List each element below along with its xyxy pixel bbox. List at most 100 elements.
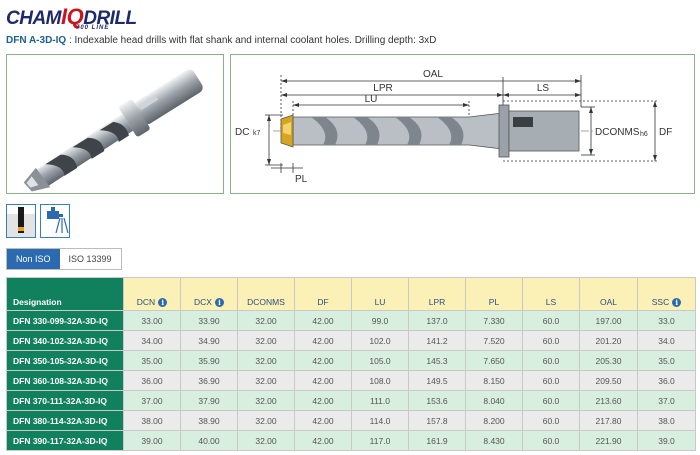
cell-pl: 7.330	[465, 310, 523, 331]
cell-dconms: 32.00	[237, 390, 295, 411]
cell-pl: 7.650	[465, 350, 523, 371]
designation-link[interactable]: DFN 390-117-32A-3D-IQ	[6, 430, 124, 451]
table-row[interactable]: DFN 330-099-32A-3D-IQ 33.00 33.90 32.00 …	[6, 310, 696, 331]
cell-pl: 8.150	[465, 370, 523, 391]
tab-non-iso[interactable]: Non ISO	[7, 249, 60, 269]
cell-df: 42.00	[294, 330, 352, 351]
cell-ssc: 37.0	[637, 390, 696, 411]
label-oal: OAL	[423, 69, 443, 80]
cell-oal: 217.80	[579, 410, 638, 431]
cell-dcx: 37.90	[180, 390, 238, 411]
designation-link[interactable]: DFN 370-111-32A-3D-IQ	[6, 390, 124, 411]
cell-ls: 60.0	[522, 430, 580, 451]
cell-pl: 8.040	[465, 390, 523, 411]
label-ls: LS	[537, 83, 550, 94]
cell-ssc: 36.0	[637, 370, 696, 391]
cell-df: 42.00	[294, 390, 352, 411]
table-row[interactable]: DFN 350-105-32A-3D-IQ 35.00 35.90 32.00 …	[6, 350, 696, 371]
cell-lu: 105.0	[351, 350, 409, 371]
brand-logo: CHAMIQDRILL 700 LINE	[6, 4, 146, 32]
cell-lu: 102.0	[351, 330, 409, 351]
cell-dcx: 33.90	[180, 310, 238, 331]
cell-dconms: 32.00	[237, 370, 295, 391]
cell-dcx: 36.90	[180, 370, 238, 391]
product-photo-panel	[6, 54, 224, 194]
info-icon[interactable]: i	[214, 298, 224, 307]
cell-ssc: 38.0	[637, 410, 696, 431]
column-header-df: DF	[294, 277, 352, 311]
cell-lu: 99.0	[351, 310, 409, 331]
cell-lu: 114.0	[351, 410, 409, 431]
cell-lpr: 137.0	[408, 310, 466, 331]
column-header-dconms: DCONMS	[237, 277, 295, 311]
cell-oal: 205.30	[579, 350, 638, 371]
logo-subline: 700 LINE	[76, 25, 110, 31]
cell-dcn: 35.00	[123, 350, 181, 371]
logo-suffix: DRILL	[83, 8, 137, 29]
cell-dcn: 37.00	[123, 390, 181, 411]
cell-dconms: 32.00	[237, 310, 295, 331]
drill-photo-image	[23, 69, 203, 192]
logo-iq: IQ	[61, 4, 84, 29]
cell-dcn: 34.00	[123, 330, 181, 351]
label-df: DF	[659, 127, 672, 138]
cell-ls: 60.0	[522, 370, 580, 391]
cell-dcn: 36.00	[123, 370, 181, 391]
cell-oal: 221.90	[579, 430, 638, 451]
column-header-oal: OAL	[579, 277, 638, 311]
designation-link[interactable]: DFN 360-108-32A-3D-IQ	[6, 370, 124, 391]
cell-df: 42.00	[294, 370, 352, 391]
cell-df: 42.00	[294, 310, 352, 331]
cell-df: 42.00	[294, 410, 352, 431]
cell-dcn: 39.00	[123, 430, 181, 451]
cell-dconms: 32.00	[237, 350, 295, 371]
cell-lpr: 157.8	[408, 410, 466, 431]
cell-dconms: 32.00	[237, 330, 295, 351]
info-icon[interactable]: i	[158, 298, 168, 307]
cell-df: 42.00	[294, 430, 352, 451]
cell-dcx: 35.90	[180, 350, 238, 371]
column-header-lu: LU	[351, 277, 409, 311]
cell-dconms: 32.00	[237, 430, 295, 451]
table-row[interactable]: DFN 370-111-32A-3D-IQ 37.00 37.90 32.00 …	[6, 390, 696, 411]
table-row[interactable]: DFN 360-108-32A-3D-IQ 36.00 36.90 32.00 …	[6, 370, 696, 391]
label-dconms: DCONMS	[595, 127, 640, 138]
cell-lpr: 153.6	[408, 390, 466, 411]
cell-oal: 213.60	[579, 390, 638, 411]
cell-lu: 108.0	[351, 370, 409, 391]
designation-link[interactable]: DFN 350-105-32A-3D-IQ	[6, 350, 124, 371]
designation-link[interactable]: DFN 330-099-32A-3D-IQ	[6, 310, 124, 331]
cell-pl: 8.430	[465, 430, 523, 451]
cell-ls: 60.0	[522, 350, 580, 371]
cell-lu: 117.0	[351, 430, 409, 451]
designation-link[interactable]: DFN 380-114-32A-3D-IQ	[6, 410, 124, 431]
cell-lpr: 145.3	[408, 350, 466, 371]
cell-ls: 60.0	[522, 390, 580, 411]
designation-link[interactable]: DFN 340-102-32A-3D-IQ	[6, 330, 124, 351]
cell-dcx: 40.00	[180, 430, 238, 451]
table-row[interactable]: DFN 380-114-32A-3D-IQ 38.00 38.90 32.00 …	[6, 410, 696, 431]
product-code: DFN A-3D-IQ	[6, 35, 67, 46]
cell-dcn: 33.00	[123, 310, 181, 331]
cell-ssc: 39.0	[637, 430, 696, 451]
dimension-drawing: OAL LPR LU LS DC k7 PL DCONMS h6 DF	[235, 69, 672, 185]
cell-ls: 60.0	[522, 310, 580, 331]
cell-ls: 60.0	[522, 330, 580, 351]
column-header-designation: Designation	[6, 277, 124, 311]
cell-oal: 201.20	[579, 330, 638, 351]
tab-iso-13399[interactable]: ISO 13399	[59, 249, 121, 269]
column-header-ls: LS	[522, 277, 580, 311]
drilling-application-icon	[6, 204, 36, 238]
cell-pl: 8.200	[465, 410, 523, 431]
info-icon[interactable]: i	[672, 298, 682, 307]
product-subtitle: DFN A-3D-IQ : Indexable head drills with…	[6, 35, 436, 46]
logo-prefix: CHAM	[6, 8, 62, 29]
table-row[interactable]: DFN 390-117-32A-3D-IQ 39.00 40.00 32.00 …	[6, 430, 696, 451]
table-row[interactable]: DFN 340-102-32A-3D-IQ 34.00 34.90 32.00 …	[6, 330, 696, 351]
label-lu: LU	[365, 94, 378, 105]
label-lpr: LPR	[373, 83, 392, 94]
cell-ls: 60.0	[522, 410, 580, 431]
cell-lpr: 141.2	[408, 330, 466, 351]
